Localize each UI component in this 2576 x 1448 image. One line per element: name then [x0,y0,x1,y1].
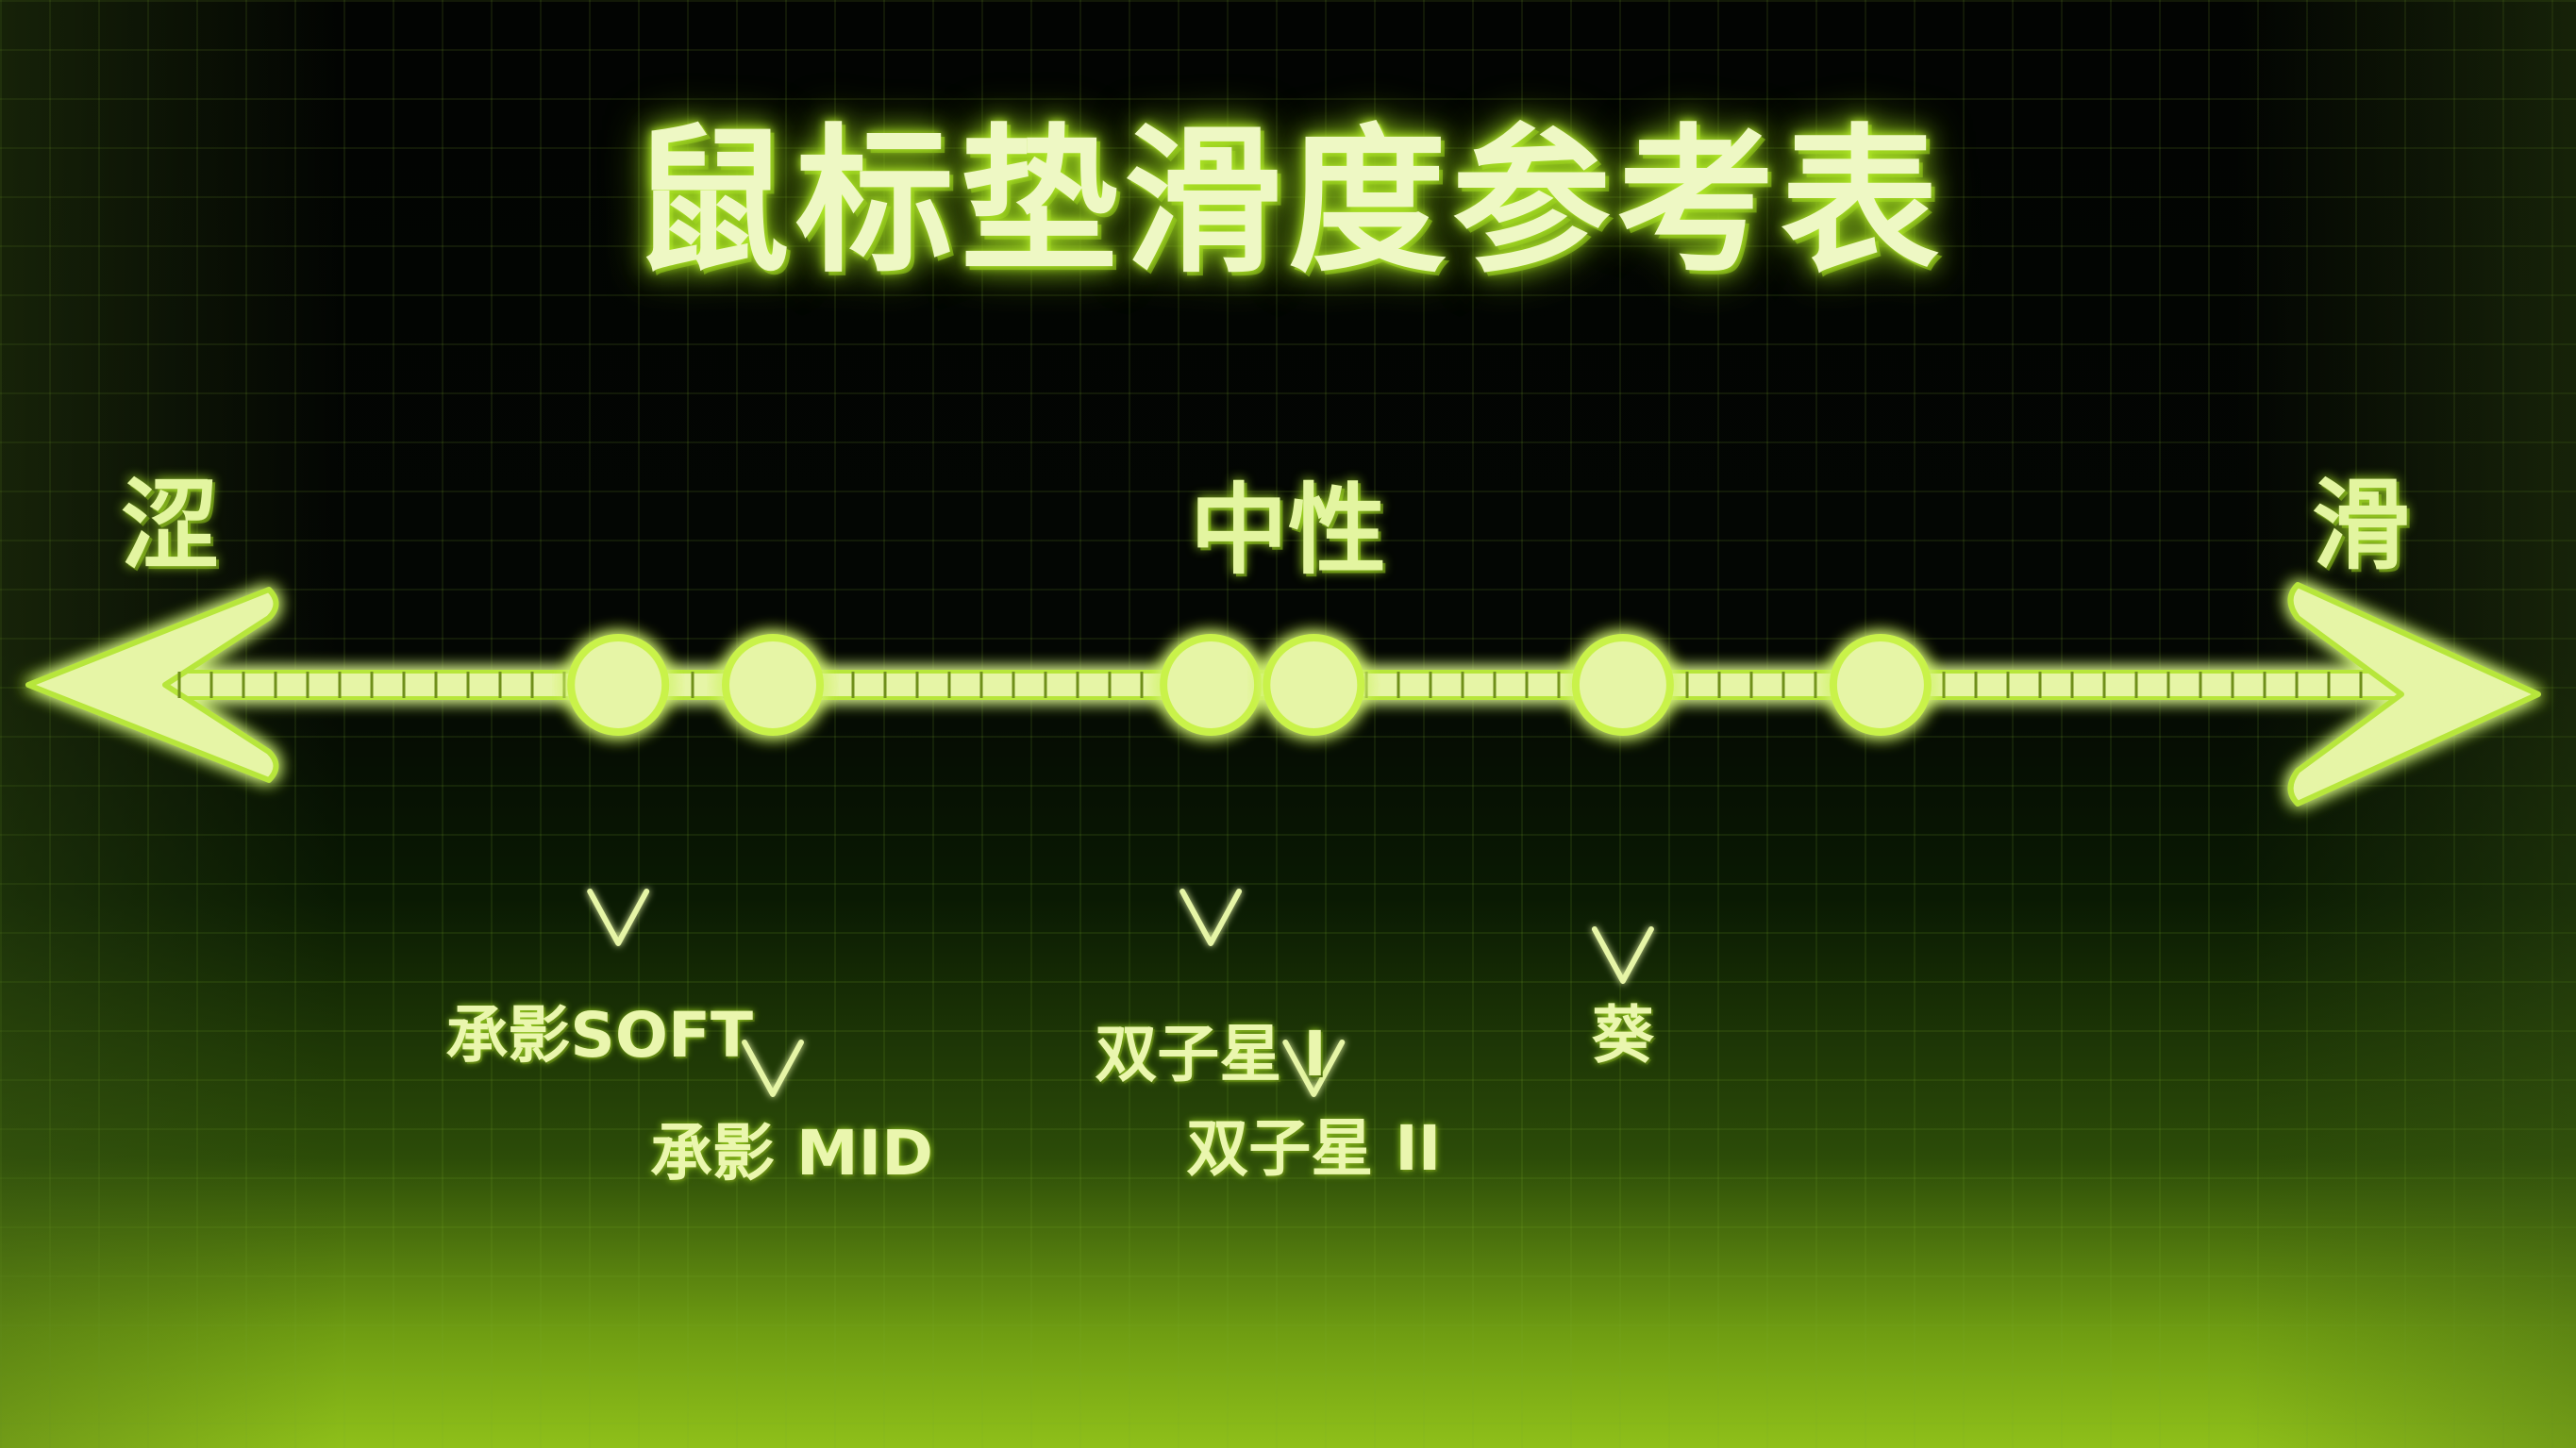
marker-dot [1160,634,1263,736]
marker-pointer-head [742,1040,804,1097]
marker-label: 承影 MID [650,1117,933,1190]
marker-label: 双子星 I [1095,1018,1327,1090]
page-title: 鼠标垫滑度参考表 [631,109,1945,294]
marker-dot [1263,634,1365,736]
left-arrowhead [25,587,279,783]
marker-dot [722,634,824,736]
neutral-label: 中性 [1189,473,1386,588]
right-arrowhead [2287,582,2541,807]
product-markers [567,634,1932,1097]
marker-label: 双子星 II [1186,1112,1442,1185]
marker-dot [1829,634,1932,736]
marker-pointer-head [587,889,650,946]
marker-label: 葵 [1591,999,1654,1072]
marker-pointer-head [1282,1040,1346,1097]
slippery-label: 滑 [2312,468,2411,583]
marker-dot [1571,634,1674,736]
marker-label: 承影SOFT [445,999,754,1072]
marker-dot [567,634,670,736]
marker-pointer-head [1591,926,1654,984]
marker-pointer-head [1179,889,1243,946]
rough-label: 涩 [121,468,220,583]
